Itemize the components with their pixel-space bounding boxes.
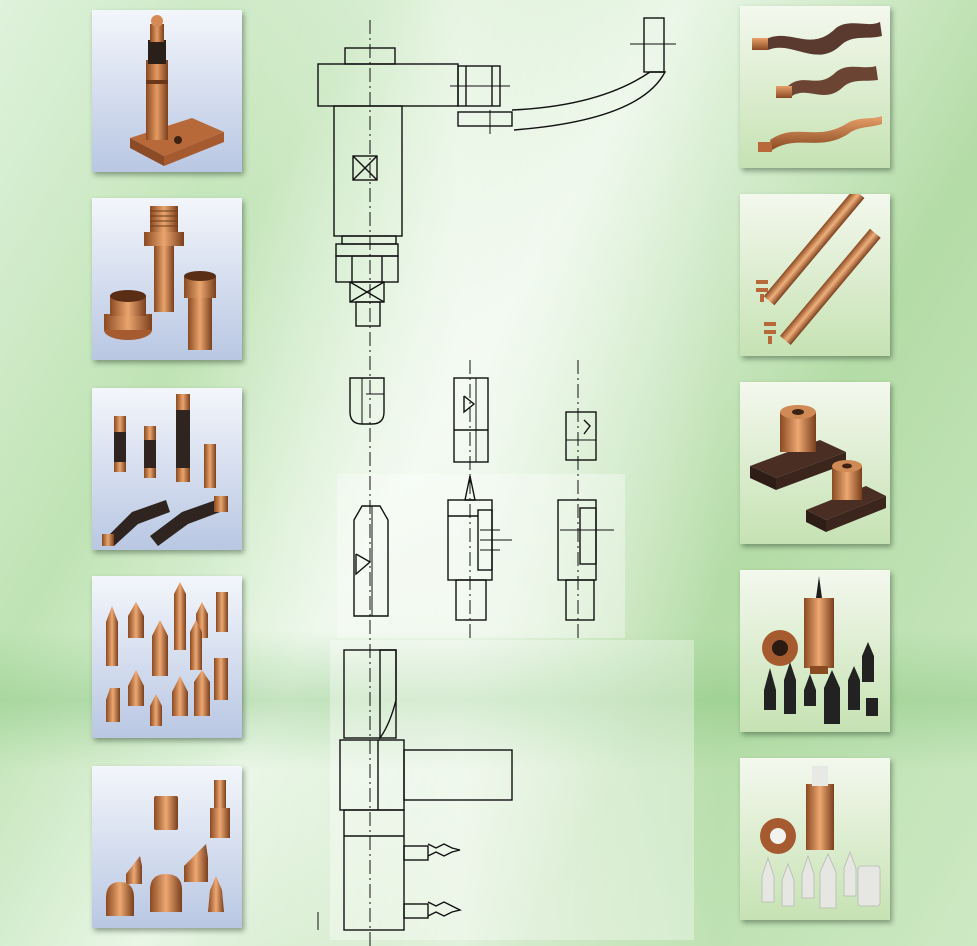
clamp-block-icon xyxy=(750,405,886,532)
insulated-shank-icon xyxy=(102,394,228,546)
product-tile-electrode-holder[interactable] xyxy=(92,10,242,172)
product-tile-white-sleeves[interactable] xyxy=(740,758,890,920)
product-tile-electrode-tips[interactable] xyxy=(92,576,242,738)
electrode-tips-set-icon xyxy=(106,582,228,726)
electrode-caps-set-icon xyxy=(106,780,230,916)
electrode-holder-block-icon xyxy=(130,15,224,166)
product-tile-black-sleeves[interactable] xyxy=(740,570,890,732)
bent-electrode-arms-icon xyxy=(752,22,882,152)
product-tile-threaded-adapter[interactable] xyxy=(92,198,242,360)
straight-copper-rods-icon xyxy=(756,194,881,345)
product-tile-clamp-blocks[interactable] xyxy=(740,382,890,544)
product-tile-copper-rods[interactable] xyxy=(740,194,890,356)
product-tile-insulated-shanks[interactable] xyxy=(92,388,242,550)
drawing-panel-upper xyxy=(337,474,625,638)
product-tile-electrode-caps[interactable] xyxy=(92,766,242,928)
welding-gun-technical-drawing-icon xyxy=(317,17,676,946)
white-insulating-sleeves-icon xyxy=(760,766,881,909)
threaded-adapter-icon xyxy=(104,206,216,350)
product-tile-bent-arms[interactable] xyxy=(740,6,890,168)
black-insulating-sleeves-icon xyxy=(762,576,878,724)
